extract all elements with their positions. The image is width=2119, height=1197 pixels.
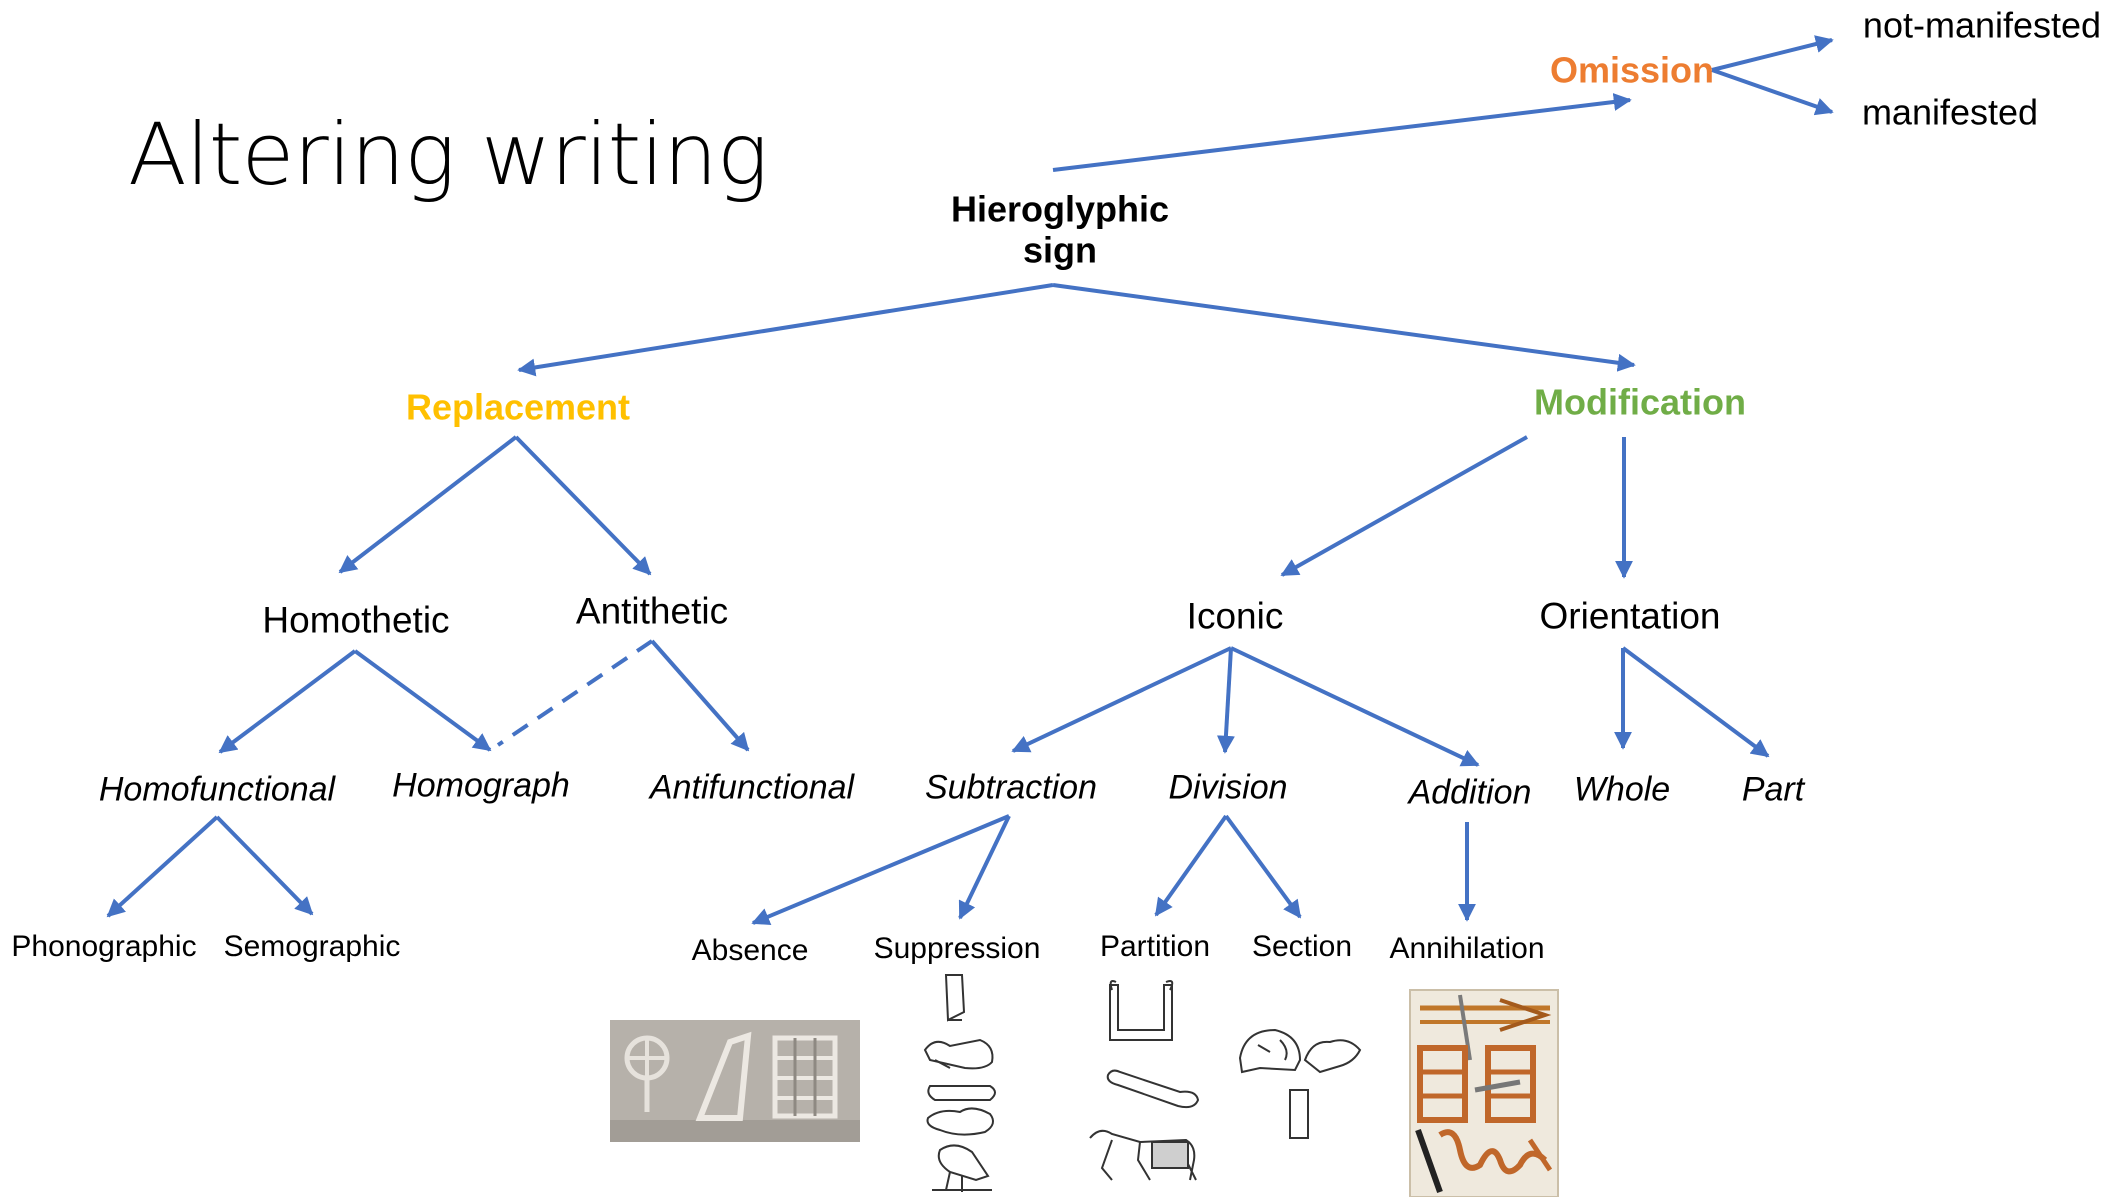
- arrow-root-modification: [1052, 283, 1636, 372]
- arrow-omission-not-manifested: [1711, 35, 1834, 72]
- node-phonographic: Phonographic: [11, 929, 197, 963]
- arrow-homofunctional-phonographic: [106, 815, 219, 918]
- node-iconic: Iconic: [1186, 595, 1284, 637]
- node-whole: Whole: [1573, 770, 1671, 809]
- node-absence: Absence: [691, 933, 809, 967]
- node-homofunctional: Homofunctional: [98, 770, 336, 809]
- node-manifested: manifested: [1861, 91, 2039, 133]
- arrow-homofunctional-semographic: [215, 815, 314, 916]
- arrow-modification-iconic: [1280, 435, 1528, 577]
- arrow-antithetic-antifunctional: [650, 639, 750, 752]
- page-title: Altering writing: [128, 105, 768, 205]
- arrow-root-omission: [1052, 93, 1632, 172]
- node-division: Division: [1168, 768, 1288, 807]
- node-homograph: Homograph: [392, 766, 570, 805]
- arrow-replacement-homothetic: [338, 435, 518, 574]
- node-replacement: Replacement: [405, 386, 631, 428]
- node-section: Section: [1251, 929, 1353, 963]
- arrow-iconic-addition: [1230, 646, 1480, 767]
- arrow-replacement-antithetic: [514, 435, 652, 576]
- node-antifunctional: Antifunctional: [649, 768, 855, 807]
- arrow-division-partition: [1154, 814, 1228, 917]
- node-orientation: Orientation: [1539, 595, 1721, 637]
- annihilation-painting-image: [1409, 989, 1559, 1197]
- arrow-root-replacement: [517, 283, 1054, 377]
- arrow-homothetic-homofunctional: [218, 649, 357, 754]
- node-hieroglyphic-sign-label: Hieroglyphic sign: [950, 188, 1170, 271]
- node-part: Part: [1741, 770, 1805, 809]
- arrow-iconic-subtraction: [1011, 646, 1232, 753]
- node-hieroglyphic-sign: Hieroglyphic sign: [945, 189, 1175, 272]
- arrow-subtraction-absence: [751, 814, 1010, 926]
- node-subtraction: Subtraction: [925, 768, 1097, 807]
- node-modification: Modification: [1534, 381, 1746, 423]
- arrow-orientation-part: [1621, 646, 1770, 758]
- node-homothetic: Homothetic: [262, 599, 450, 641]
- node-omission: Omission: [1549, 49, 1715, 91]
- arrow-iconic-division: [1216, 647, 1235, 754]
- partition-hieroglyphs-image: [1089, 980, 1200, 1181]
- node-semographic: Semographic: [223, 929, 401, 963]
- arrow-homothetic-homograph: [353, 649, 492, 752]
- arrow-antithetic-homograph-dashed: [496, 639, 654, 747]
- absence-relief-image: [610, 1020, 860, 1142]
- node-suppression: Suppression: [873, 931, 1041, 965]
- node-antithetic: Antithetic: [575, 590, 729, 632]
- arrow-subtraction-suppression: [958, 815, 1011, 920]
- arrow-omission-manifested: [1711, 68, 1834, 116]
- node-not-manifested: not-manifested: [1862, 4, 2102, 46]
- suppression-hieroglyphs-image: [923, 974, 996, 1192]
- section-hieroglyphs-image: [1238, 1028, 1362, 1139]
- arrow-division-section: [1224, 814, 1302, 919]
- node-addition: Addition: [1408, 773, 1532, 812]
- node-annihilation: Annihilation: [1389, 931, 1545, 965]
- node-partition: Partition: [1099, 929, 1211, 963]
